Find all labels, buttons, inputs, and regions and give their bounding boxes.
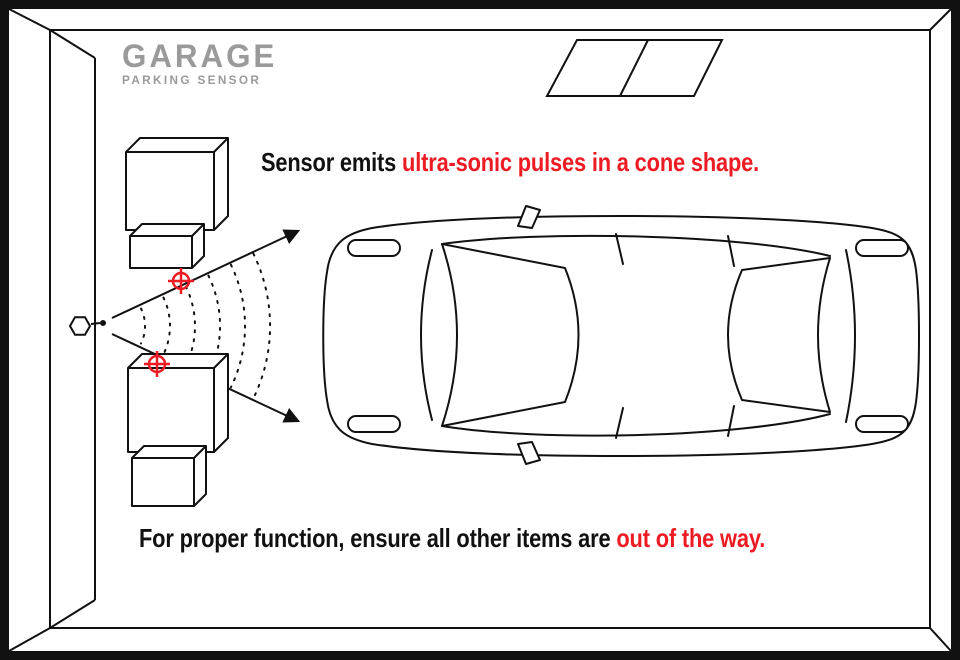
car-trunk-line [845,249,856,423]
box-small-top-corner [191,223,205,237]
car-b-pillar-bottom [615,407,624,439]
boxes-bottom-cluster [127,353,229,507]
corner-line-top-right [929,8,952,31]
car-top-view [322,205,920,465]
pulse-arc-1 [140,307,146,345]
target-marks [144,268,194,377]
car-windshield [441,243,580,427]
sensor-hex-body [68,316,92,336]
car-cowl-line [420,249,433,421]
car-mirror-right [517,441,541,465]
skylight-divider-line [619,39,649,97]
annotation-top-highlight: ultra-sonic pulses in a cone shape. [402,147,760,177]
annotation-top: Sensor emits ultra-sonic pulses in a con… [261,147,759,178]
sensor-stem [90,322,101,325]
car-wheel-rear-right [855,415,909,433]
corner-line-top-left [8,8,51,31]
annotation-top-prefix: Sensor emits [261,147,403,177]
brand-logo-tagline: PARKING SENSOR [122,73,262,87]
crosshair-marker-upper [168,268,194,294]
corner-line-bottom-left [8,627,51,652]
car-c-pillar-top [727,235,735,267]
ceiling-opening [545,39,724,97]
annotation-bottom: For proper function, ensure all other it… [139,523,765,554]
brand-logo-name: GARAGE [122,38,278,74]
box-small-bottom-corner [193,445,207,459]
garage-inner-wall [49,29,931,629]
car-b-pillar-top [615,233,624,265]
sensor-tip-dot [100,320,106,326]
pulse-arc-5 [229,263,246,389]
sensor-icon [68,316,106,336]
car-wheel-front-right [347,415,401,433]
cone-arrow-upper [111,229,301,319]
car-wheel-rear-left [855,239,909,257]
box-large-top [125,137,229,231]
crosshair-marker-lower [144,351,170,377]
box-large-bottom-corner [213,353,229,369]
boxes-top-cluster [125,137,229,269]
car-mirror-left [517,205,541,229]
car-rear-window [727,257,831,413]
car-shoulder-line-top [441,234,831,257]
box-small-bottom [131,445,207,507]
box-large-top-corner [213,137,229,153]
box-large-bottom [127,353,229,453]
annotation-bottom-prefix: For proper function, ensure all other it… [139,523,617,553]
car-c-pillar-bottom [727,405,735,437]
annotation-bottom-highlight: out of the way. [616,523,766,553]
brand-logo: GARAGE PARKING SENSOR [122,40,280,86]
corner-line-bottom-right [929,627,952,652]
car-shoulder-line-bottom [441,413,831,437]
pulse-arc-6 [252,252,272,400]
pulse-arc-2 [162,296,171,356]
left-wall-corner-bottom [49,599,96,629]
left-wall-corner-top [49,29,96,59]
car-wheel-front-left [347,239,401,257]
